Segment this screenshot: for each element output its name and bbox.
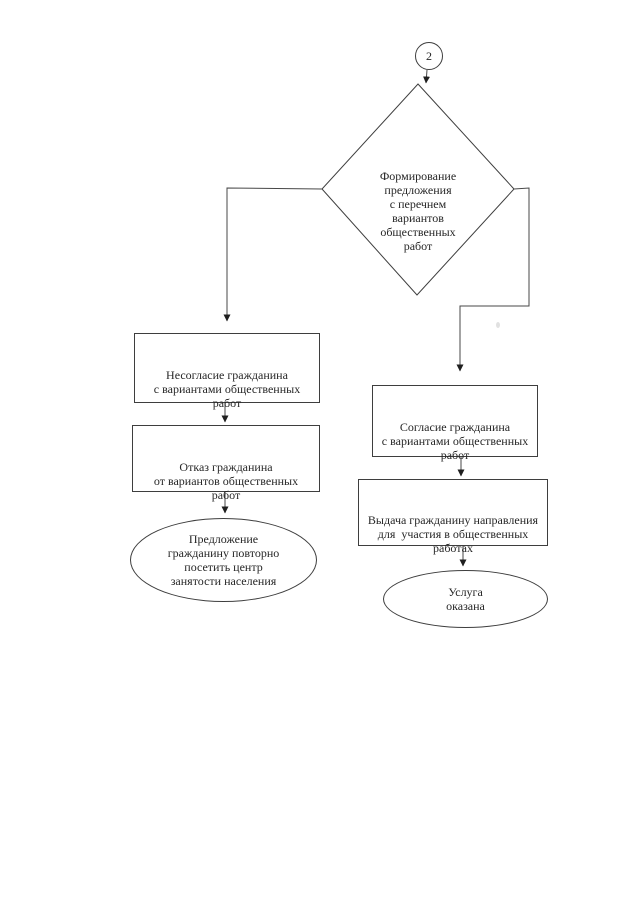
referral-process-node: Выдача гражданину направления для участи… [358, 479, 548, 555]
agree-label: Согласие гражданина с вариантами обществ… [381, 420, 529, 462]
service-done-terminator-node: Услуга оказана [383, 570, 548, 628]
disagree-label: Несогласие гражданина с вариантами общес… [153, 368, 301, 410]
decision-diamond-shape [321, 83, 515, 296]
agree-process-node: Согласие гражданина с вариантами обществ… [372, 385, 538, 462]
refuse-process-node: Отказ гражданина от вариантов общественн… [132, 425, 320, 502]
arrow-decision-to-disagree [223, 187, 323, 322]
service-done-label: Услуга оказана [446, 585, 485, 613]
decision-label: Формирование предложения с перечнем вари… [379, 169, 457, 253]
decision-node-label: Формирование предложения с перечнем вари… [338, 141, 498, 253]
disagree-process-node: Несогласие гражданина с вариантами общес… [134, 333, 320, 410]
revisit-terminator-node: Предложение гражданину повторно посетить… [130, 518, 317, 602]
referral-label: Выдача гражданину направления для участи… [367, 513, 539, 555]
off-page-connector-node: 2 [415, 42, 443, 70]
scan-speck [496, 322, 500, 328]
revisit-label: Предложение гражданину повторно посетить… [167, 532, 280, 588]
refuse-label: Отказ гражданина от вариантов общественн… [153, 460, 299, 502]
arrow-connector-to-decision [423, 69, 430, 84]
arrow-decision-to-agree [456, 187, 530, 372]
off-page-connector-label: 2 [426, 49, 432, 63]
